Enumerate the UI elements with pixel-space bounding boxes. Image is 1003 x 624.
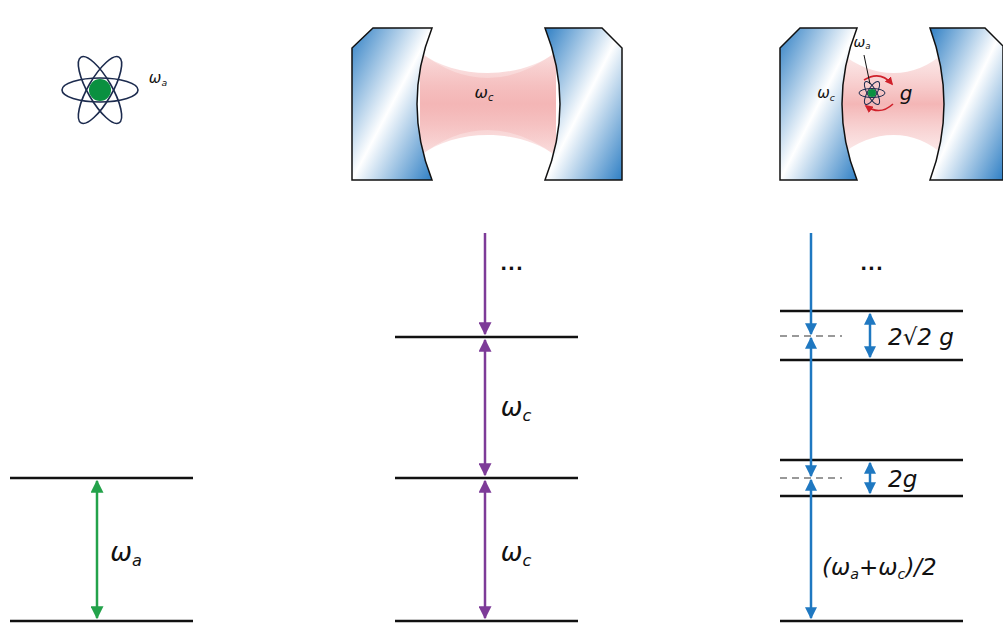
level-label: 2g [888, 468, 917, 491]
mirror-right [545, 28, 622, 180]
subscript: c [488, 92, 493, 103]
subscript: c [898, 565, 906, 581]
mirror-right [930, 28, 1003, 180]
text-run: g [900, 81, 913, 105]
subscript: a [865, 41, 870, 51]
energy-level [780, 459, 963, 462]
subscript: a [850, 565, 859, 581]
atom-icon [859, 79, 885, 106]
text-run: 2g [888, 466, 917, 492]
transition-arrow [484, 233, 487, 334]
level-label: ωa [149, 71, 167, 86]
symbol: ω [878, 554, 897, 580]
leader-line [864, 55, 870, 84]
symbol: ω [475, 83, 488, 102]
energy-level [395, 336, 578, 339]
symbol: ω [853, 34, 865, 50]
transition-arrow [810, 338, 813, 476]
level-label: (ωa+ωc)/2 [822, 556, 937, 579]
level-label: ωc [475, 85, 494, 101]
energy-level [780, 620, 963, 623]
text-run: ... [500, 253, 524, 274]
subscript: c [522, 406, 531, 425]
transition-arrow [96, 481, 99, 618]
symbol: ω [501, 392, 523, 422]
text-run: )/2 [905, 554, 936, 580]
mirror-left [352, 28, 432, 180]
level-label: g [900, 83, 913, 103]
transition-arrow [484, 481, 487, 618]
subscript: c [830, 91, 835, 102]
cavity-beam [420, 52, 556, 156]
text-run: ... [860, 253, 884, 274]
bare-level [780, 335, 842, 337]
splitting-arrow [869, 463, 872, 493]
transition-arrow [810, 233, 813, 334]
transition-arrow [810, 480, 813, 618]
energy-level [395, 477, 578, 480]
level-label: 2√2 g [888, 326, 954, 349]
level-label: ωa [853, 35, 870, 49]
atom-icon [62, 51, 138, 129]
text-run: ( [822, 554, 831, 580]
cavity-beam [420, 52, 556, 156]
subscript: a [132, 551, 142, 570]
text-run: + [859, 554, 878, 580]
mirror-left [780, 28, 857, 180]
ellipsis: ... [860, 255, 884, 273]
cavity-beam [840, 52, 944, 156]
energy-level [780, 310, 963, 313]
energy-level [780, 359, 963, 362]
splitting-arrow [869, 314, 872, 357]
symbol: ω [110, 537, 132, 567]
level-label: ωa [110, 539, 142, 565]
bare-level [780, 477, 842, 479]
energy-level [395, 620, 578, 623]
transition-arrow [484, 340, 487, 475]
symbol: ω [817, 84, 830, 102]
symbol: ω [831, 554, 850, 580]
symbol: ω [501, 537, 523, 567]
energy-level [10, 620, 193, 623]
level-label: ωc [501, 539, 532, 565]
energy-level [10, 477, 193, 480]
level-label: ωc [501, 394, 532, 420]
energy-level [780, 495, 963, 498]
ellipsis: ... [500, 255, 524, 273]
subscript: c [522, 551, 531, 570]
subscript: a [161, 76, 167, 87]
coupling-arrow [866, 104, 893, 111]
level-label: ωc [817, 86, 835, 101]
symbol: ω [149, 69, 162, 87]
text-run: 2√2 g [888, 324, 954, 350]
